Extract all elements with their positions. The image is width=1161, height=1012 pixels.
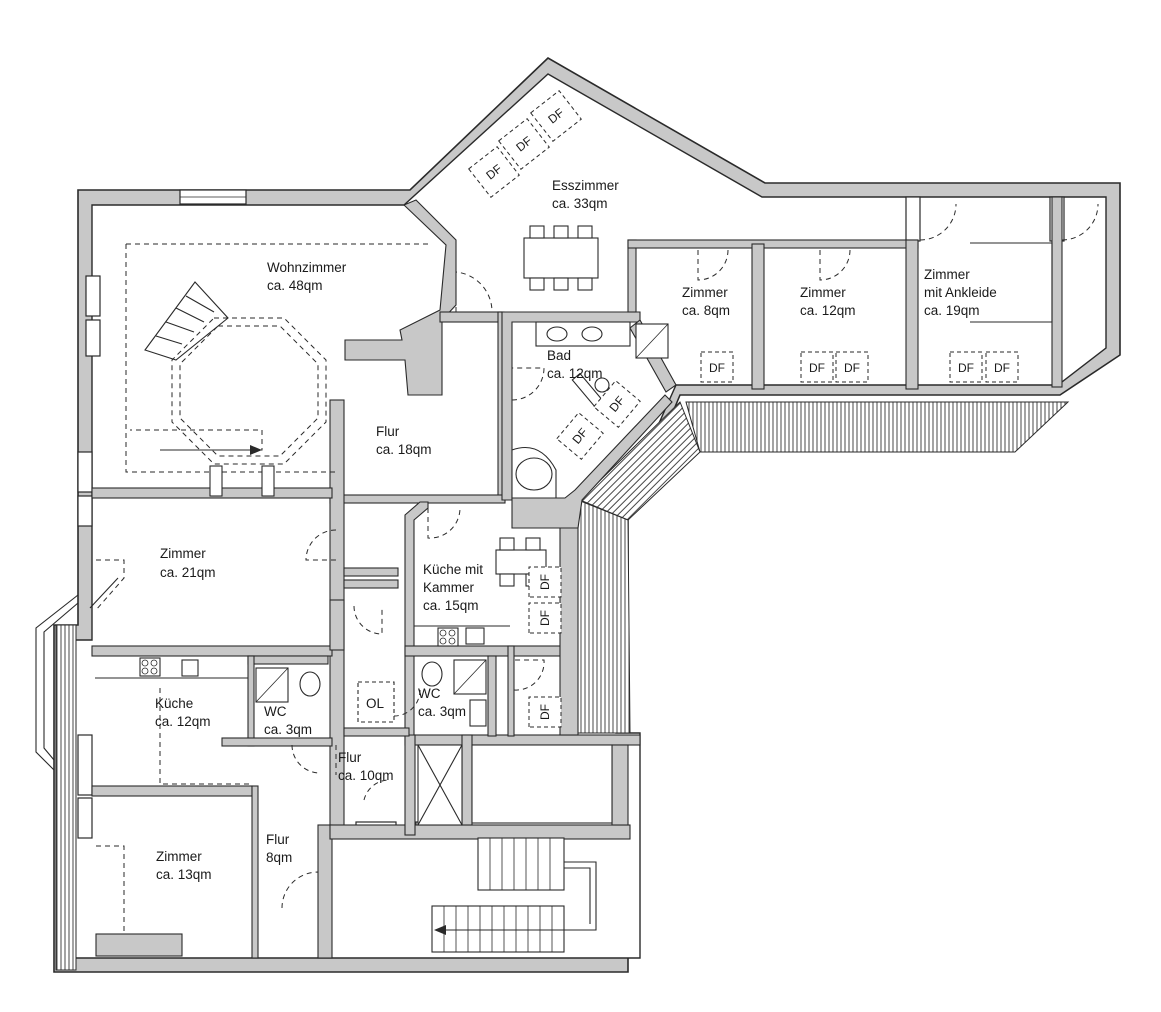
room-name-esszimmer: Esszimmer [552, 178, 619, 193]
room-area-kueche-15: ca. 15qm [423, 598, 479, 613]
room-area-kueche-12: ca. 12qm [155, 714, 211, 729]
room-labels: Esszimmer ca. 33qm Wohnzimmer ca. 48qm Z… [155, 178, 997, 882]
inner-walls [91, 196, 1063, 959]
room-area-zimmer-19: ca. 19qm [924, 303, 980, 318]
room-name-zimmer-12: Zimmer [800, 285, 846, 300]
room-name-zimmer-8: Zimmer [682, 285, 728, 300]
room-name-wc-right: WC [418, 686, 441, 701]
room-area-wc-left: ca. 3qm [264, 722, 312, 737]
room-area-zimmer-21: ca. 21qm [160, 565, 216, 580]
df-label: DF [958, 361, 974, 375]
octagon-stair [125, 243, 430, 497]
room-name-wohnzimmer: Wohnzimmer [267, 260, 347, 275]
df-label: DF [538, 704, 552, 720]
terrace-strips [55, 401, 1070, 971]
room-name-zimmer-19: Zimmer [924, 267, 970, 282]
room-name-flur-18: Flur [376, 424, 400, 439]
roof-windows: DF DF DF DF DF DF DF DF DF DF DF [468, 90, 1019, 728]
door-swings [281, 203, 1099, 909]
room-area-flur-8: 8qm [266, 850, 292, 865]
room-area-zimmer-12: ca. 12qm [800, 303, 856, 318]
room-area-esszimmer: ca. 33qm [552, 196, 608, 211]
bay-window [35, 594, 79, 771]
room-name-flur-10: Flur [338, 750, 362, 765]
df-label: DF [709, 361, 725, 375]
df-label: DF [538, 610, 552, 626]
oil-label: OL [366, 696, 385, 711]
room-area-flur-18: ca. 18qm [376, 442, 432, 457]
windows [77, 189, 1065, 839]
room-name-kueche-12: Küche [155, 696, 193, 711]
room-area-wc-right: ca. 3qm [418, 704, 466, 719]
room-name2-kueche-15: Kammer [423, 580, 475, 595]
room-name-zimmer-21: Zimmer [160, 546, 206, 561]
room-name-zimmer-13: Zimmer [156, 849, 202, 864]
df-label: DF [994, 361, 1010, 375]
room-name-flur-8: Flur [266, 832, 290, 847]
room-area-bad: ca. 12qm [547, 366, 603, 381]
fixtures [89, 225, 1053, 957]
df-label: DF [809, 361, 825, 375]
room-area-wohnzimmer: ca. 48qm [267, 278, 323, 293]
room-name-wc-left: WC [264, 704, 287, 719]
room-name2-zimmer-19: mit Ankleide [924, 285, 997, 300]
room-area-flur-10: ca. 10qm [338, 768, 394, 783]
room-name-kueche-15: Küche mit [423, 562, 483, 577]
df-label: DF [844, 361, 860, 375]
room-name-bad: Bad [547, 348, 571, 363]
room-area-zimmer-13: ca. 13qm [156, 867, 212, 882]
df-label: DF [538, 574, 552, 590]
room-area-zimmer-8: ca. 8qm [682, 303, 730, 318]
